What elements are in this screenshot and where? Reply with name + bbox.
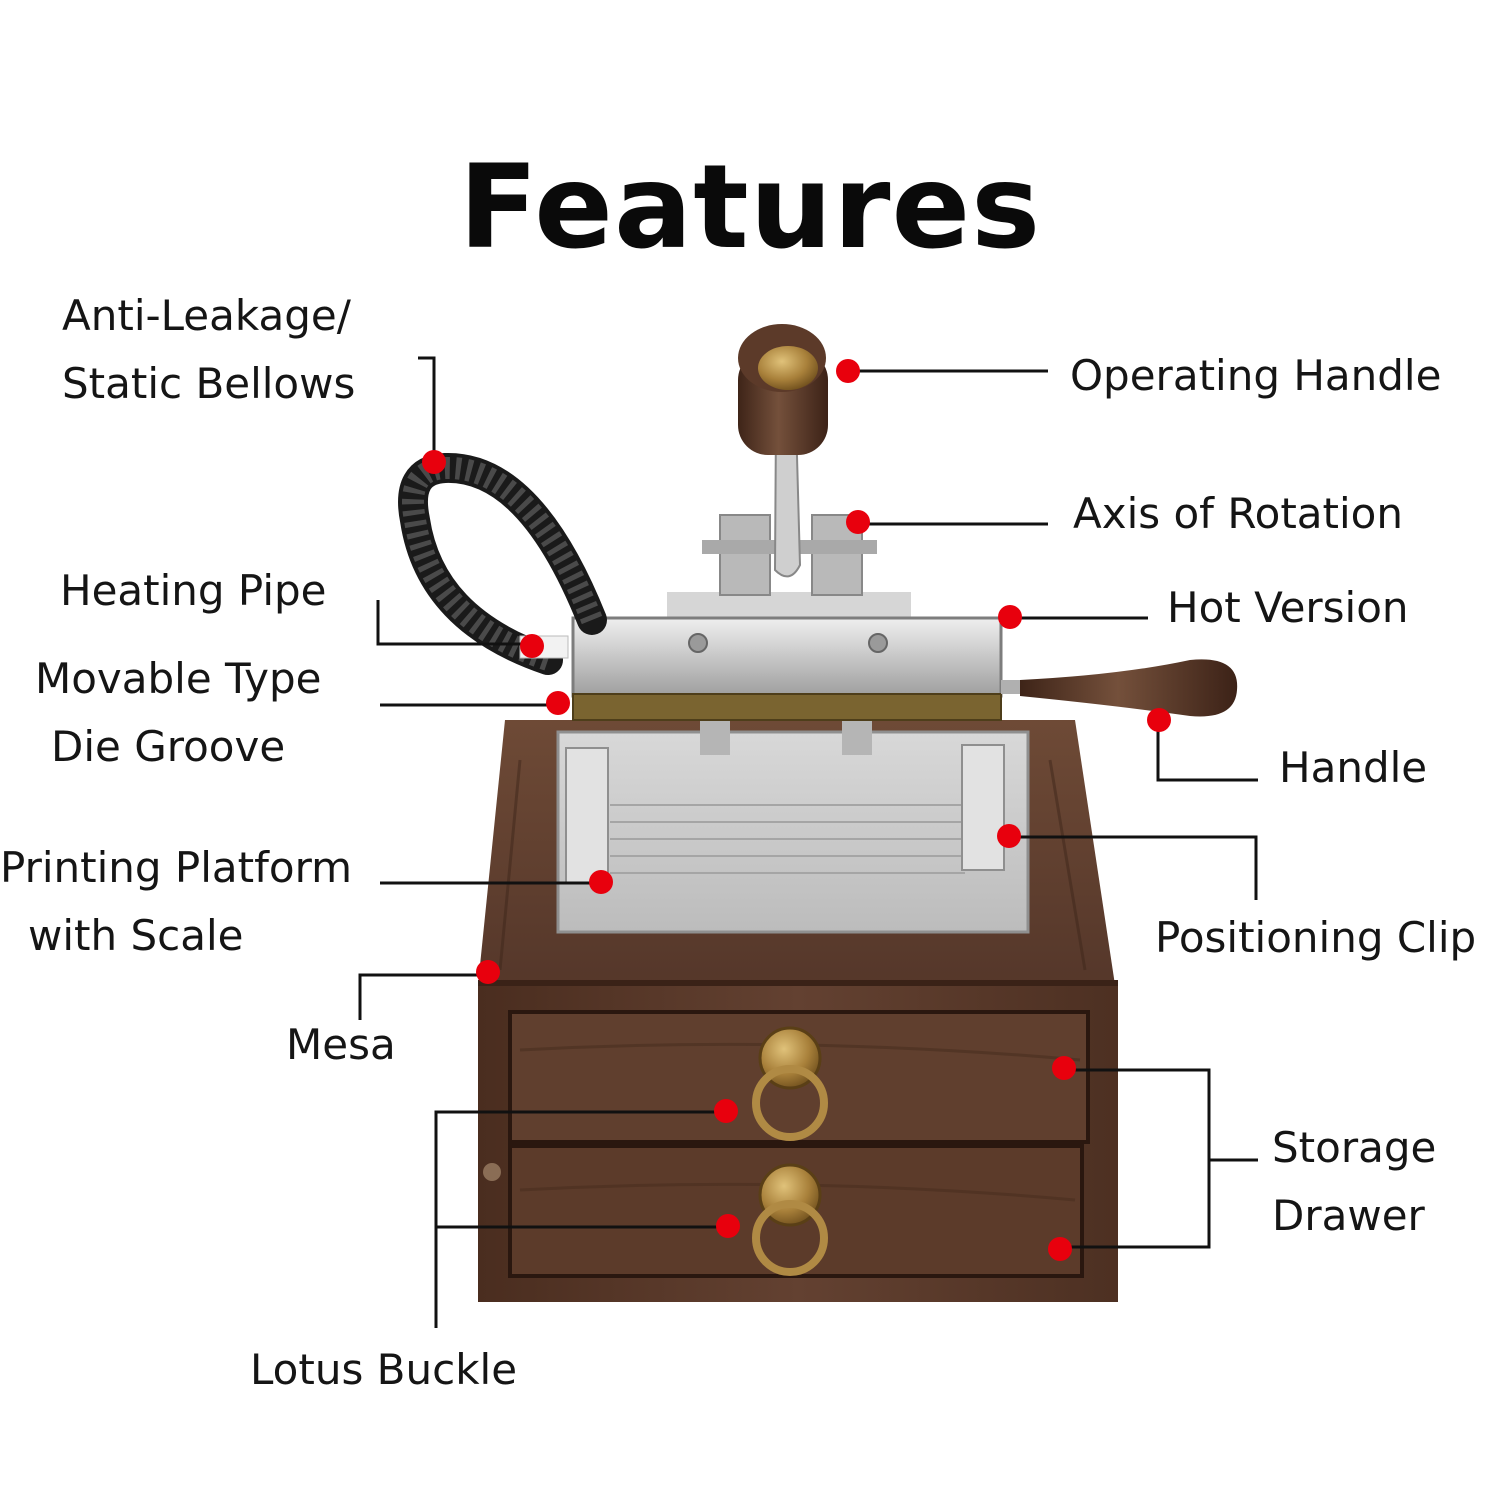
label-positioning-clip: Positioning Clip (1155, 913, 1477, 962)
label-handle: Handle (1279, 743, 1428, 792)
press-head (571, 592, 1003, 755)
marker-dot-operating-handle (836, 359, 860, 383)
label-mesa: Mesa (286, 1020, 396, 1069)
marker-dot-printing-platform-with-scale (589, 870, 613, 894)
rotation-axis-assembly (702, 419, 877, 596)
marker-dot-heating-pipe (520, 634, 544, 658)
label-lotus-buckle: Lotus Buckle (250, 1345, 518, 1394)
marker-dot-axis-of-rotation (846, 510, 870, 534)
lotus-buckle-pulls (752, 1026, 828, 1276)
marker-dot-movable-type-die-groove (546, 691, 570, 715)
label-anti-leakage-static-bellows: Anti-Leakage/Static Bellows (62, 291, 356, 408)
leader-line-lotus-buckle (434, 1110, 726, 1328)
leader-line-positioning-clip (1010, 835, 1258, 900)
marker-dot-storage-drawer (1052, 1056, 1076, 1080)
label-operating-handle: Operating Handle (1070, 351, 1442, 400)
label-hot-version: Hot Version (1167, 583, 1409, 632)
marker-dot-storage-drawer-1 (1048, 1237, 1072, 1261)
marker-dot-mesa (476, 960, 500, 984)
printing-platform (556, 730, 1030, 934)
marker-dot-handle (1147, 708, 1171, 732)
marker-dot-lotus-buckle (714, 1099, 738, 1123)
leader-line-heating-pipe (376, 600, 532, 646)
leader-line-mesa (358, 973, 487, 1020)
label-axis-of-rotation: Axis of Rotation (1073, 489, 1403, 538)
operating-handle-knob (738, 324, 828, 455)
marker-dot-hot-version (998, 605, 1022, 629)
marker-dot-positioning-clip (997, 824, 1021, 848)
leader-line-storage-drawer (1060, 1068, 1211, 1249)
label-heating-pipe: Heating Pipe (60, 566, 327, 615)
side-handle (1001, 659, 1238, 717)
marker-dot-lotus-buckle-lower (716, 1214, 740, 1238)
leader-line-anti-leakage-static-bellows (418, 356, 436, 462)
page-title: Features (458, 140, 1042, 275)
marker-dot-anti-leakage-static-bellows (422, 450, 446, 474)
leader-line-handle (1156, 720, 1258, 782)
